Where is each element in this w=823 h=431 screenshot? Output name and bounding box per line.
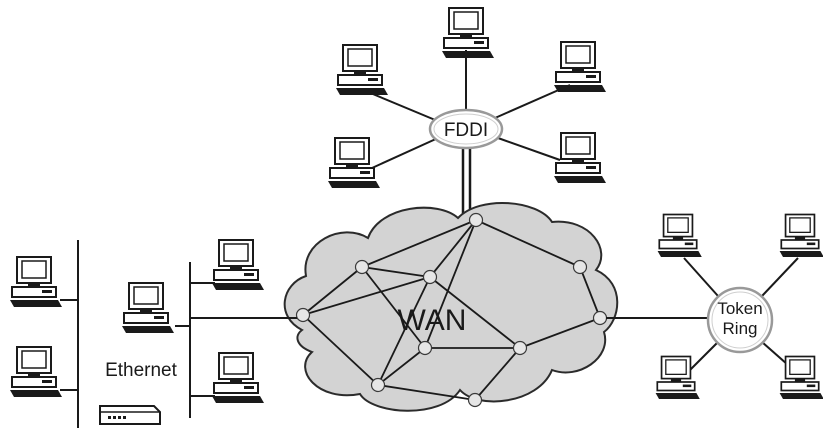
desktop-computer-icon — [778, 213, 823, 258]
ethernet-bus — [60, 240, 297, 428]
fddi-link-lower-left — [371, 137, 439, 169]
wan-node — [370, 377, 386, 393]
wan-node — [512, 340, 528, 356]
desktop-computer-icon — [778, 355, 823, 400]
desktop-computer-icon — [9, 256, 63, 308]
wan-node — [422, 269, 438, 285]
token-ring-label-line2: Ring — [723, 319, 758, 338]
desktop-computer-icon — [211, 352, 265, 404]
desktop-computer-icon — [9, 346, 63, 398]
ethernet-hub-icon — [99, 405, 161, 425]
wan-node — [572, 259, 588, 275]
wan-node — [417, 340, 433, 356]
fddi-ring — [428, 108, 504, 150]
fddi-wan-trunk — [461, 146, 472, 215]
desktop-computer-icon — [211, 239, 265, 291]
wan-node — [467, 392, 483, 408]
wan-cloud — [283, 201, 619, 412]
desktop-computer-icon — [327, 137, 381, 189]
wan-node — [592, 310, 608, 326]
wan-label: WAN — [398, 304, 467, 337]
desktop-computer-icon — [335, 44, 389, 96]
wan-mesh-links — [302, 219, 601, 401]
wan-nodes — [295, 212, 608, 408]
desktop-computer-icon — [656, 213, 703, 258]
token-ring-label-line1: Token — [717, 299, 762, 318]
wan-node — [468, 212, 484, 228]
wan-node — [295, 307, 311, 323]
desktop-computer-icon — [553, 132, 607, 184]
desktop-computer-icon — [654, 355, 701, 400]
token-ring — [706, 286, 774, 354]
desktop-computer-icon — [553, 41, 607, 93]
fddi-label: FDDI — [444, 120, 488, 141]
desktop-computer-icon — [441, 7, 495, 59]
ethernet-label: Ethernet — [105, 360, 178, 381]
fddi-link-upper-left — [367, 91, 441, 123]
desktop-computer-icon — [121, 282, 175, 334]
fddi-link-lower-right — [497, 137, 561, 161]
wan-node — [354, 259, 370, 275]
